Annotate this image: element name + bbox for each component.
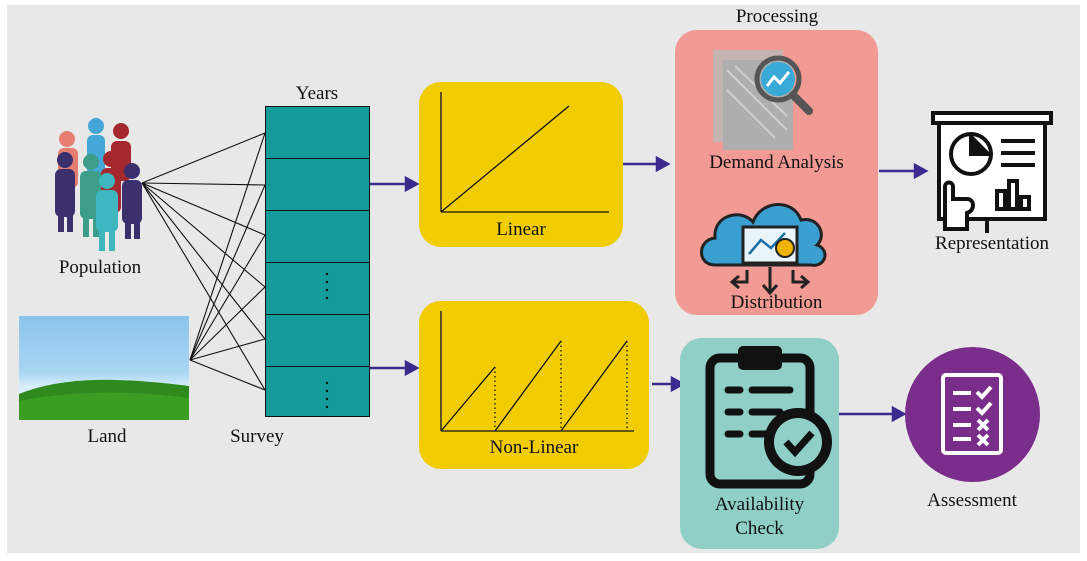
- table-row: [266, 315, 369, 367]
- cloud-distribution-icon: [700, 203, 827, 296]
- availability-check-box: Availability Check: [680, 338, 839, 549]
- processing-box: Demand Analysis Distribution: [675, 30, 878, 315]
- connector-lines: [141, 132, 929, 423]
- linear-label: Linear: [496, 219, 546, 240]
- table-row: [266, 107, 369, 159]
- ellipsis-dots: [325, 272, 329, 409]
- nonlinear-label: Non-Linear: [489, 437, 579, 458]
- nonlinear-model-box: Non-Linear: [419, 301, 649, 469]
- land-photo: [19, 316, 189, 420]
- linear-graph: [440, 92, 609, 213]
- survey-table: [265, 106, 370, 417]
- table-row: [266, 263, 369, 315]
- checklist-icon: [941, 373, 1003, 455]
- table-row: [266, 159, 369, 211]
- table-row: [266, 211, 369, 263]
- processing-title: Processing: [735, 6, 819, 27]
- distribution-label: Distribution: [730, 292, 823, 313]
- search-chart-icon: [713, 50, 813, 150]
- people-group-icon: [55, 118, 142, 251]
- assessment-circle: [905, 347, 1040, 482]
- availability-label-line1: Availability: [714, 494, 805, 515]
- presentation-board-icon: [931, 111, 1053, 233]
- years-label: Years: [295, 83, 339, 104]
- linear-model-box: Linear: [419, 82, 623, 247]
- diagram-canvas: Population Land Years Survey: [7, 5, 1080, 553]
- survey-label: Survey: [230, 426, 284, 447]
- land-label: Land: [87, 426, 127, 447]
- population-label: Population: [58, 257, 142, 278]
- assessment-label: Assessment: [927, 490, 1017, 511]
- clipboard-check-icon: [705, 346, 832, 489]
- representation-label: Representation: [935, 233, 1049, 254]
- nonlinear-graph: [440, 311, 634, 432]
- demand-analysis-label: Demand Analysis: [709, 152, 844, 173]
- availability-label-line2: Check: [735, 518, 784, 539]
